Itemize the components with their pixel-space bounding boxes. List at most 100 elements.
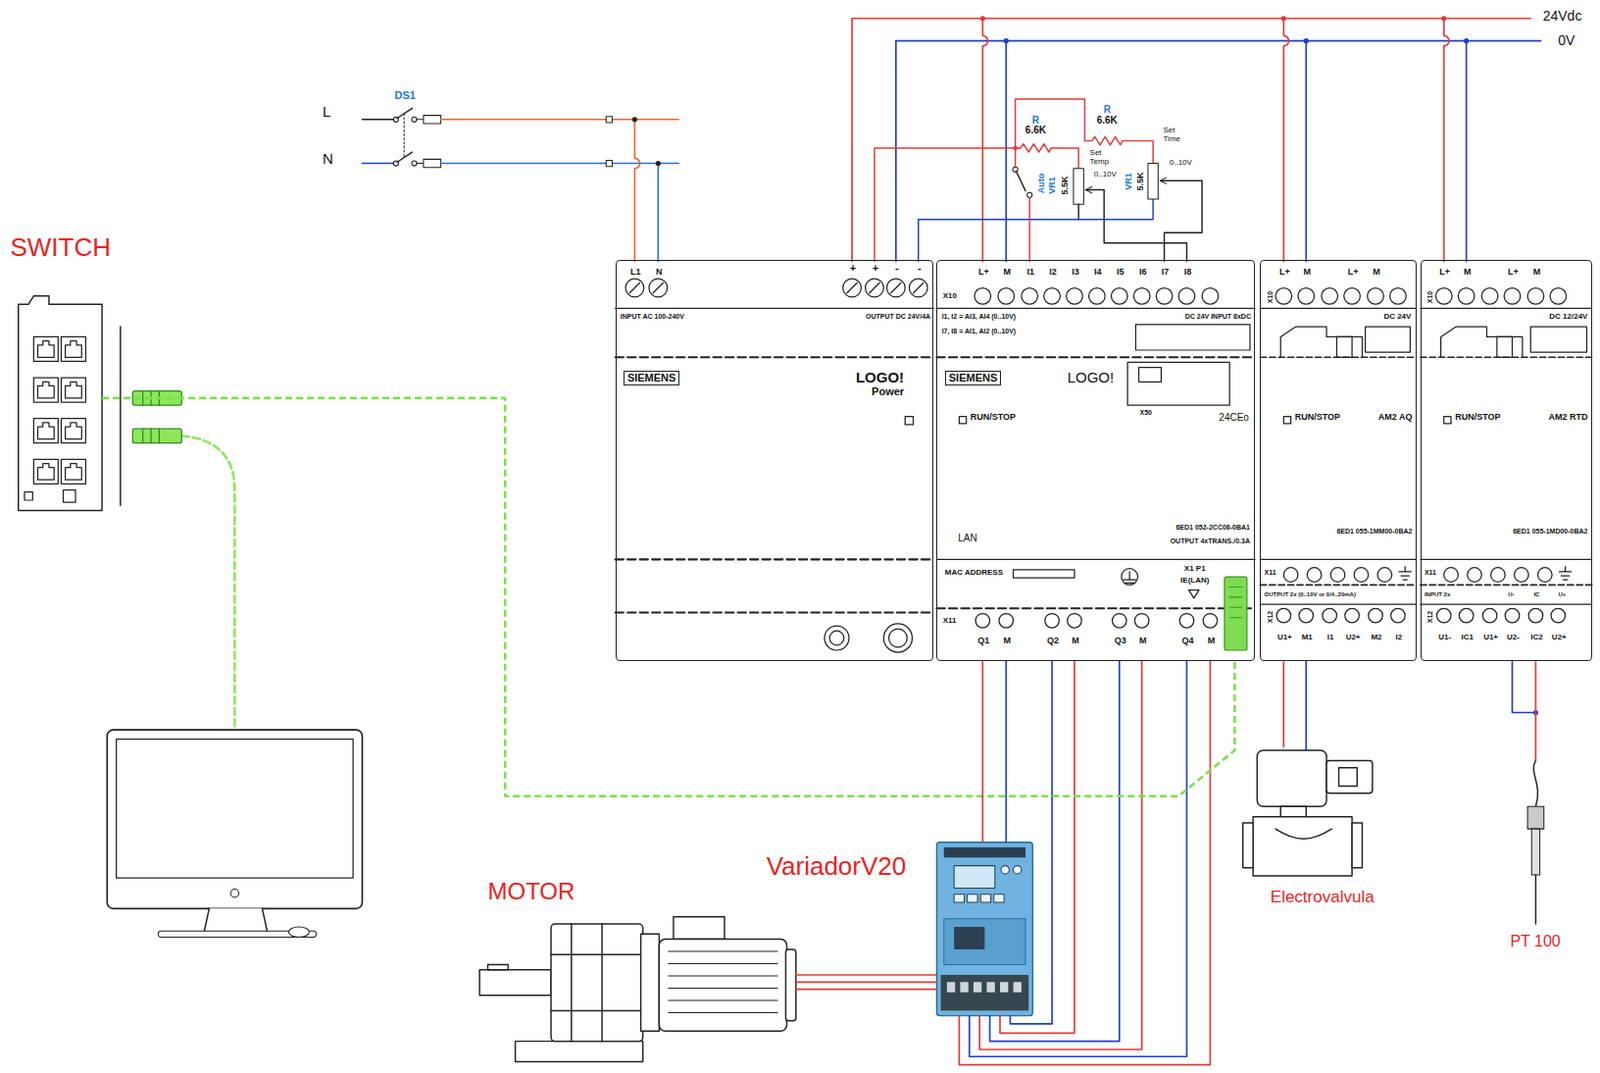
module-marking: X12: [1426, 609, 1434, 622]
voltage-label: 0V: [1557, 33, 1575, 48]
module-marking: AM2 RTD: [1548, 412, 1588, 422]
module-marking: RUN/STOP: [1454, 412, 1500, 422]
module-marking: OUTPUT DC 24V/4A: [865, 312, 931, 320]
signal-range: 0..10V: [1094, 170, 1117, 179]
module-marking: Q3: [1114, 636, 1127, 646]
plc-module: L+MI1I2I3I4I5I6I7I8X10I1, I2 = AI3, AI4 …: [936, 259, 1255, 661]
module-marking: U2+: [1346, 633, 1361, 642]
module-marking: X50: [1140, 408, 1152, 416]
module-marking: M: [1139, 636, 1148, 646]
module-marking: IC1: [1460, 633, 1473, 642]
module-marking: I8: [1184, 267, 1193, 277]
module-marking: IC2: [1530, 633, 1543, 642]
phase-label: N: [322, 150, 334, 166]
module-marking: DC 24V INPUT 8xDC: [1185, 312, 1251, 320]
module-marking: +: [872, 262, 879, 274]
module-marking: M: [1207, 636, 1216, 646]
wire-connection: [981, 660, 984, 842]
signal-range: 0..10V: [1169, 158, 1193, 167]
module-marking: X11: [1264, 568, 1277, 576]
module-marking: DC 24V: [1383, 312, 1411, 321]
module-marking: M2: [1370, 633, 1382, 642]
module-marking: Q1: [977, 636, 990, 646]
device-title: Electrovalvula: [1270, 888, 1375, 905]
module-marking: L1: [630, 267, 642, 277]
module-marking: L+: [1279, 267, 1291, 277]
component-value: 6.6K: [1097, 115, 1118, 126]
module-marking: X10: [1265, 291, 1273, 303]
module-marking: M: [1372, 267, 1381, 277]
module-marking: OUTPUT 4xTRANS./0.3A: [1170, 537, 1250, 545]
device-title: MOTOR: [487, 879, 575, 903]
module-marking: LOGO!: [1067, 369, 1115, 385]
component-value: 6.6K: [1025, 125, 1047, 136]
component-tag: VR1: [1124, 172, 1134, 191]
wire-connection: [1535, 660, 1538, 760]
module-marking: Power: [871, 386, 904, 398]
module-marking: MAC ADDRESS: [945, 568, 1003, 577]
wire-connection: [1282, 660, 1285, 748]
power-supply-module: L1N++--INPUT AC 100-240VOUTPUT DC 24V/4A…: [615, 259, 935, 661]
module-marking: M: [1302, 267, 1311, 277]
module-marking: M: [1071, 636, 1080, 646]
module-marking: U-: [1507, 591, 1514, 598]
module-marking: X11: [1424, 568, 1437, 576]
module-marking: U1+: [1277, 633, 1293, 642]
control-note: Set Time: [1163, 126, 1191, 145]
module-marking: L+: [1439, 267, 1450, 277]
module-marking: Q2: [1047, 636, 1059, 646]
module-marking: -: [895, 262, 900, 274]
component-tag: R: [1103, 104, 1111, 115]
component-value: 5.5K: [1135, 172, 1145, 192]
module-marking: L+: [1507, 267, 1519, 277]
module-marking: X10: [1426, 291, 1434, 303]
component-tag: R: [1032, 115, 1040, 126]
device-title: SWITCH: [9, 234, 111, 260]
module-marking: I1: [1327, 633, 1335, 642]
module-marking: DC 12/24V: [1549, 312, 1588, 321]
module-marking: 24CEo: [1218, 412, 1250, 423]
temperature-sensor: PT 100: [1525, 759, 1577, 924]
wire-connection: [796, 980, 938, 983]
module-marking: X11: [943, 616, 957, 625]
component-value: 5.5K: [1059, 176, 1069, 196]
module-marking: I1: [1026, 267, 1035, 277]
module-marking: I4: [1094, 267, 1102, 277]
module-marking: LAN: [957, 533, 977, 544]
module-marking: M: [1002, 267, 1011, 277]
module-marking: SIEMENS: [945, 370, 1002, 386]
module-marking: IE(LAN): [1180, 576, 1209, 585]
module-marking: M: [1463, 267, 1472, 277]
control-note: Set Temp: [1090, 149, 1117, 167]
module-marking: IC: [1533, 591, 1540, 598]
device-tag: DS1: [395, 90, 416, 101]
solenoid-valve: Electrovalvula: [1243, 747, 1389, 880]
ethernet-cable: [101, 398, 1235, 797]
module-marking: INPUT AC 100-240V: [620, 312, 685, 320]
module-marking: I2: [1396, 633, 1403, 642]
module-marking: I7, I8 = AI1, AI2 (0..10V): [942, 327, 1017, 335]
gear-motor: MOTOR: [479, 913, 797, 1067]
rtd-input-module: X10L+ML+MDC 12/24VRUN/STOPAM2 RTD6ED1 05…: [1420, 259, 1593, 661]
module-marking: X1 P1: [1184, 564, 1206, 573]
module-marking: I1, I2 = AI3, AI4 (0..10V): [942, 312, 1017, 320]
module-marking: X12: [1265, 609, 1273, 622]
switch-label: Auto: [1036, 173, 1046, 195]
module-marking: L+: [1348, 267, 1359, 277]
component-tag: VR1: [1048, 177, 1057, 196]
module-marking: I7: [1161, 267, 1170, 277]
phase-label: L: [322, 103, 331, 119]
module-marking: INPUT 2x: [1424, 591, 1450, 598]
module-marking: +: [850, 262, 856, 274]
module-marking: RUN/STOP: [1295, 412, 1341, 422]
analog-output-module: X10L+ML+MDC 24VRUN/STOPAM2 AQ6ED1 055-1M…: [1259, 259, 1416, 661]
module-marking: 6ED1 055-1MD00-0BA2: [1512, 527, 1588, 535]
module-marking: U2+: [1551, 633, 1567, 642]
module-marking: I5: [1116, 267, 1125, 277]
module-marking: U1+: [1483, 633, 1499, 642]
module-marking: N: [655, 267, 663, 277]
network-switch: SWITCH: [18, 298, 102, 510]
